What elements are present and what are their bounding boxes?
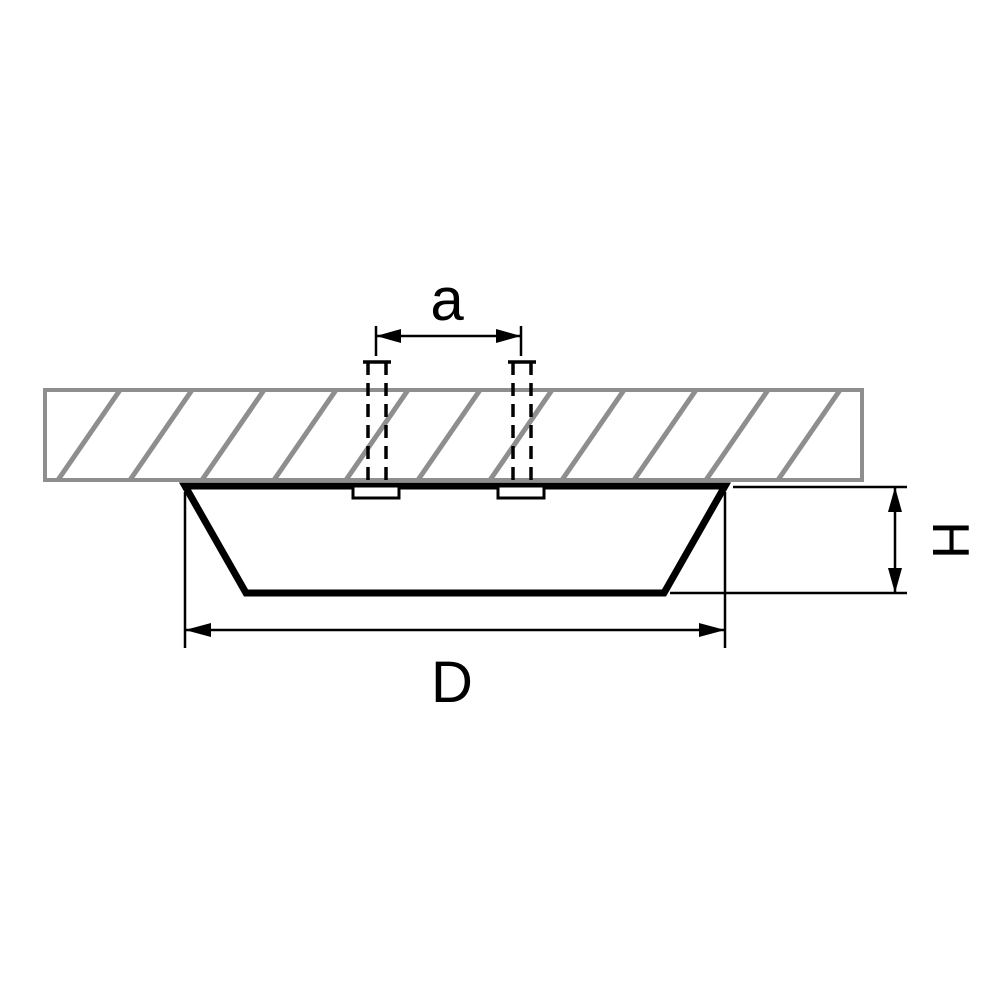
hatch-line <box>127 388 195 482</box>
arrowhead-right <box>699 623 725 637</box>
arrowhead-down <box>888 568 902 593</box>
hatch-line <box>415 388 483 482</box>
dimension-d: D <box>183 492 727 715</box>
arrowhead-up <box>888 487 902 512</box>
fixture-body <box>178 482 732 597</box>
dimension-d-label: D <box>431 650 473 715</box>
hatch-line <box>55 388 123 482</box>
arrowhead-right <box>496 329 521 343</box>
mounting-tab-left <box>351 484 401 500</box>
hatch-line <box>199 388 267 482</box>
arrowhead-left <box>185 623 211 637</box>
dimension-a: a <box>374 266 523 356</box>
dimension-a-label: a <box>430 266 464 333</box>
hatch-line <box>559 388 627 482</box>
ceiling-slab <box>43 388 864 482</box>
dimension-h: H <box>670 485 979 595</box>
hatch-line <box>487 388 555 482</box>
mounting-screw-left <box>363 360 391 481</box>
hatch-line <box>343 388 411 482</box>
mounting-tab-right <box>496 484 546 500</box>
hatch-line <box>271 388 339 482</box>
hatch-line <box>631 388 699 482</box>
hatch-line <box>775 388 843 482</box>
mounting-screw-right <box>508 360 536 481</box>
hatch-line <box>703 388 771 482</box>
arrowhead-left <box>376 329 401 343</box>
dimension-h-label: H <box>921 521 979 559</box>
